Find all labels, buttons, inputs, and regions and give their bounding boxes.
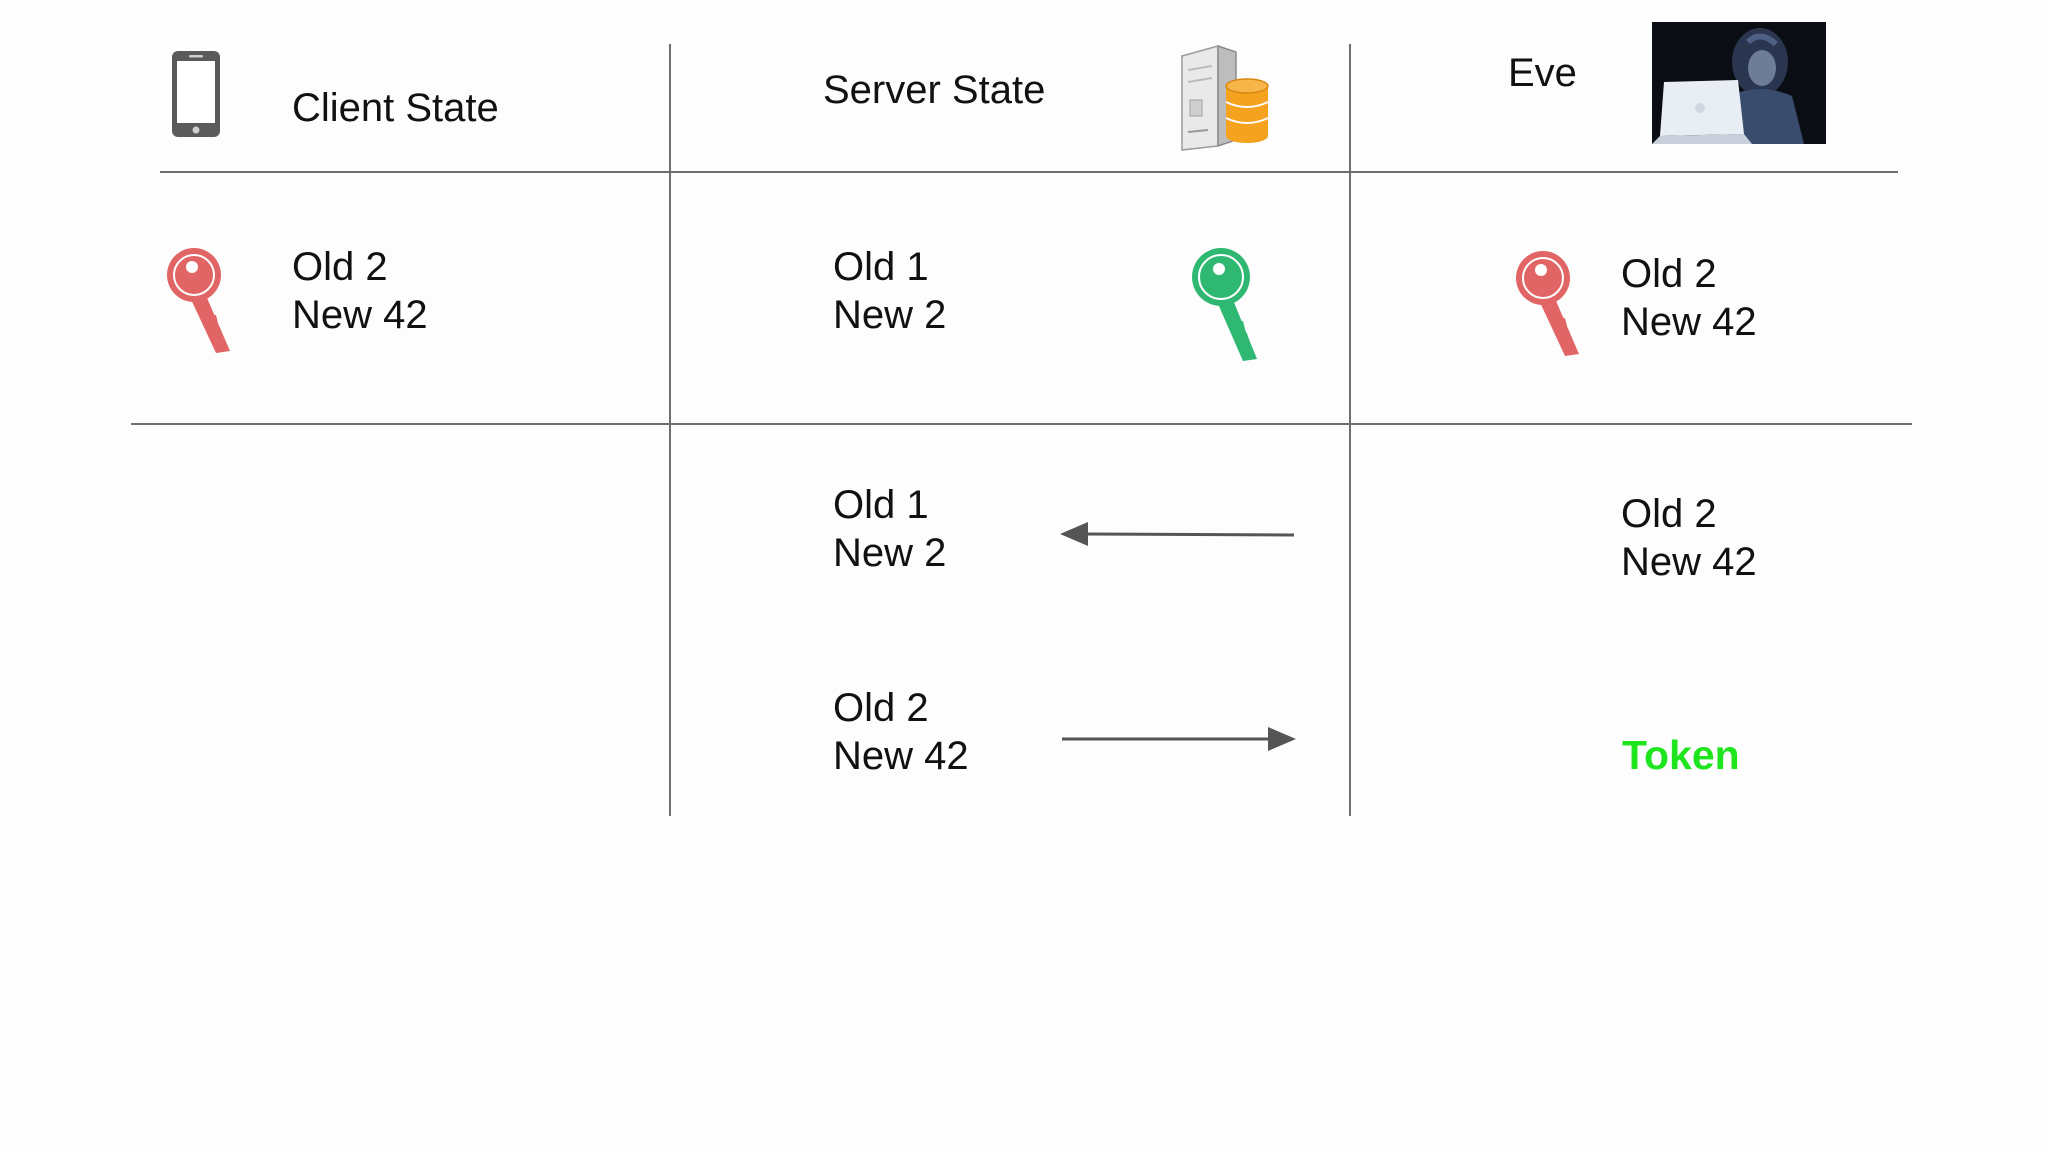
- eve-new-value: New 42: [1621, 300, 1757, 344]
- server-new-value: New 2: [833, 293, 947, 337]
- msg1-old-value: Old 1: [833, 483, 929, 527]
- eve-captured-new: New 42: [1621, 540, 1757, 584]
- msg2-old-value: Old 2: [833, 686, 929, 730]
- phone-icon: [172, 51, 220, 137]
- server-database-icon: [1181, 44, 1269, 151]
- eve-old-value: Old 2: [1621, 252, 1717, 296]
- msg1-new-value: New 2: [833, 531, 947, 575]
- arrow-right-icon: [1062, 727, 1296, 751]
- token-result: Token: [1622, 732, 1740, 778]
- eve-captured-old: Old 2: [1621, 492, 1717, 536]
- client-state-header: Client State: [292, 86, 499, 130]
- server-state-header: Server State: [823, 68, 1046, 112]
- eve-key-icon: [1516, 251, 1579, 356]
- server-key-icon: [1192, 248, 1257, 361]
- client-new-value: New 42: [292, 293, 428, 337]
- server-old-value: Old 1: [833, 245, 929, 289]
- hacker-laptop-photo: [1652, 22, 1826, 144]
- eve-header: Eve: [1508, 51, 1577, 95]
- row-divider: [131, 423, 1912, 425]
- client-key-icon: [167, 248, 230, 353]
- divider-server-eve: [1349, 44, 1351, 816]
- client-old-value: Old 2: [292, 245, 388, 289]
- header-underline: [160, 171, 1898, 173]
- divider-client-server: [669, 44, 671, 816]
- msg2-new-value: New 42: [833, 734, 969, 778]
- arrow-left-icon: [1060, 522, 1295, 546]
